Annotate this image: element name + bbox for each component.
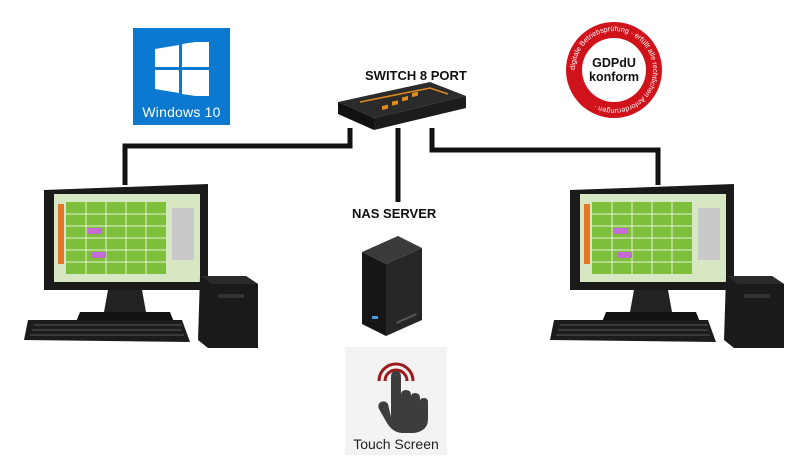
- touch-screen-tile: Touch Screen: [345, 347, 447, 455]
- gdpdu-seal: digitale Betriebsprüfung · erfüllt alle …: [566, 22, 662, 118]
- touch-hand-icon: [377, 362, 428, 433]
- windows-icon: [155, 42, 209, 96]
- workstation-right: [550, 184, 784, 348]
- switch-label: SWITCH 8 PORT: [365, 68, 467, 83]
- network-switch: [338, 82, 466, 130]
- workstation-left: [24, 184, 258, 348]
- touch-screen-label: Touch Screen: [353, 436, 439, 452]
- seal-line-2: konform: [589, 70, 639, 84]
- windows-10-logo: Windows 10: [133, 28, 230, 125]
- keyboard-left: [24, 320, 190, 342]
- monitor-left: [44, 184, 208, 322]
- wire-right: [429, 128, 661, 185]
- nas-label: NAS SERVER: [352, 206, 437, 221]
- seal-line-1: GDPdU: [592, 56, 636, 70]
- monitor-right: [570, 184, 734, 322]
- wire-left: [122, 128, 353, 185]
- receipt-printer-right: [724, 276, 784, 348]
- windows-label: Windows 10: [142, 104, 221, 120]
- receipt-printer-left: [198, 276, 258, 348]
- nas-server: [362, 236, 422, 336]
- keyboard-right: [550, 320, 716, 342]
- switch-ports: [382, 91, 418, 110]
